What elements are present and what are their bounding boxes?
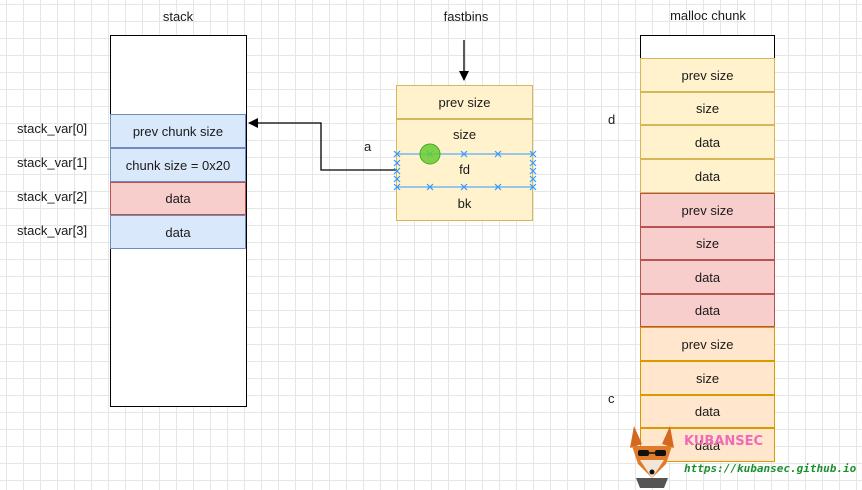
selection-handle-icon [460, 150, 468, 158]
malloc-cell-size[interactable]: size [640, 227, 775, 260]
malloc-cell-data[interactable]: data [640, 294, 775, 327]
fd-to-stack-arrow[interactable] [248, 118, 397, 171]
malloc-label-c: c [608, 391, 615, 406]
stack-cell-prev-chunk-size[interactable]: prev chunk size [110, 114, 246, 148]
selection-handle-icon [393, 159, 401, 167]
fastbin-prev-size[interactable]: prev size [396, 85, 533, 119]
stack-title: stack [162, 9, 194, 24]
pointer-label-a: a [364, 139, 372, 154]
drop-target-marker[interactable] [419, 143, 441, 165]
malloc-cell-size[interactable]: size [640, 361, 775, 395]
stack-var-label: stack_var[3] [17, 223, 88, 238]
selection-handle-icon [426, 183, 434, 191]
selection-handle-icon [529, 175, 537, 183]
malloc-label-d: d [608, 112, 616, 127]
selection-handle-icon [494, 183, 502, 191]
watermark-brand: KUBANSEC [684, 434, 764, 449]
stack-var-label: stack_var[1] [17, 155, 88, 170]
fastbins-title: fastbins [443, 9, 489, 24]
selection-handle-icon [494, 150, 502, 158]
stack-cell-chunk-size[interactable]: chunk size = 0x20 [110, 148, 246, 182]
selection-handle-icon [393, 183, 401, 191]
watermark-url[interactable]: https://kubansec.github.io [684, 462, 857, 475]
malloc-cell-data[interactable]: data [640, 125, 775, 159]
malloc-cell-data[interactable]: data [640, 159, 775, 193]
malloc-chunk-title: malloc chunk [670, 8, 746, 23]
selection-handle-icon [460, 183, 468, 191]
malloc-cell-prev-size[interactable]: prev size [640, 193, 775, 227]
malloc-cell-data[interactable]: data [640, 260, 775, 294]
selection-handle-icon [393, 150, 401, 158]
selection-handle-icon [393, 175, 401, 183]
stack-var-label: stack_var[0] [17, 121, 88, 136]
fastbin-size-label: size [452, 127, 477, 142]
malloc-cell-data[interactable]: data [640, 395, 775, 428]
fastbin-bk-label: bk [457, 196, 472, 211]
selection-handle-icon [529, 159, 537, 167]
selection-handle-icon [529, 183, 537, 191]
selection-handle-icon [529, 167, 537, 175]
selection-handle-icon [393, 167, 401, 175]
malloc-cell-prev-size[interactable]: prev size [640, 327, 775, 361]
selection-handle-icon [529, 150, 537, 158]
malloc-cell-prev-size[interactable]: prev size [640, 58, 775, 92]
fastbin-fd-label[interactable]: fd [459, 162, 470, 177]
stack-var-label: stack_var[2] [17, 189, 88, 204]
stack-cell-data[interactable]: data [110, 215, 246, 249]
malloc-cell-size[interactable]: size [640, 92, 775, 125]
stack-cell-data[interactable]: data [110, 182, 246, 215]
